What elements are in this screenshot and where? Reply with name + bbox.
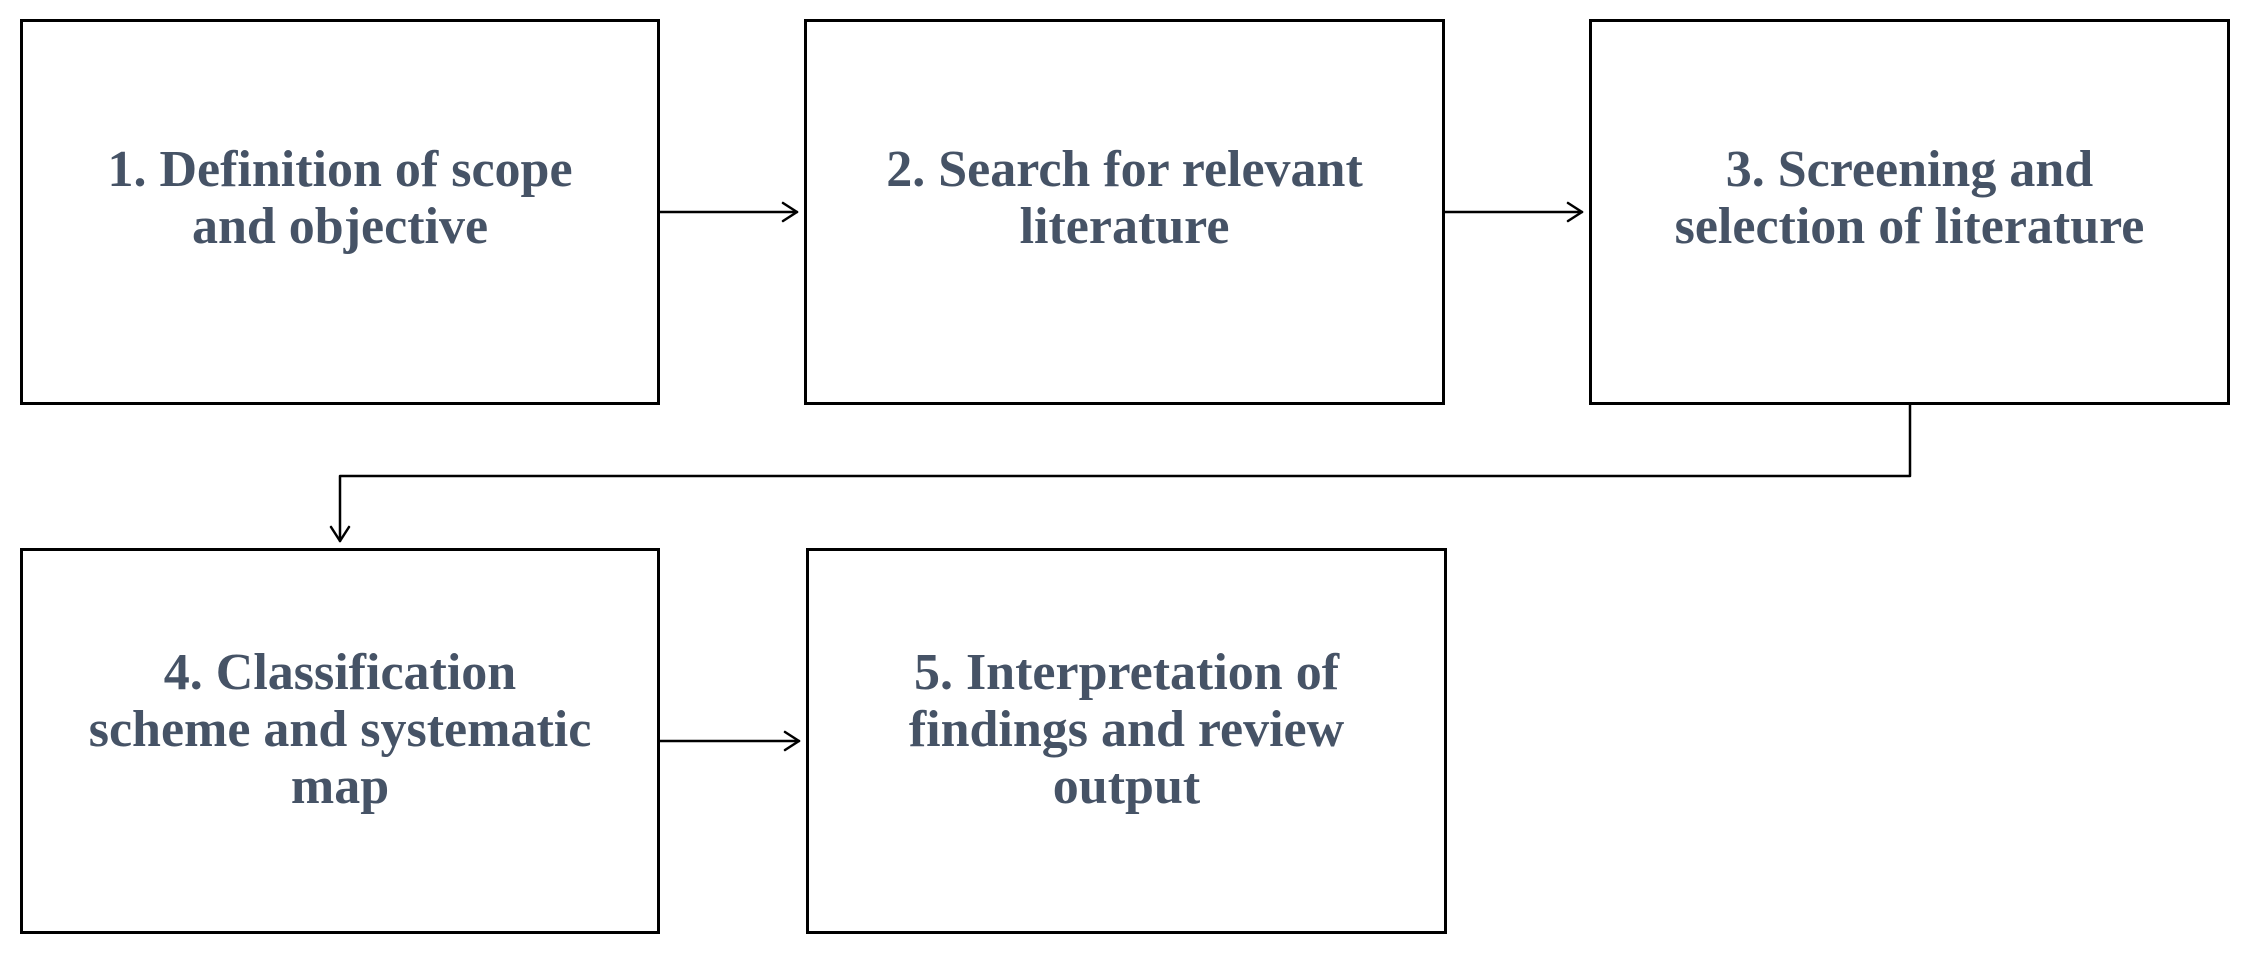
step-1-box: 1. Definition of scope and objective	[20, 19, 660, 405]
step-5-box: 5. Interpretation of findings and review…	[806, 548, 1447, 934]
step-5-label: 5. Interpretation of findings and review…	[908, 643, 1345, 815]
arrow-step2-to-step3	[1443, 201, 1584, 223]
step-2-box: 2. Search for relevant literature	[804, 19, 1445, 405]
step-4-box: 4. Classification scheme and systematic …	[20, 548, 660, 934]
arrow-step1-to-step2	[658, 201, 799, 223]
step-1-label: 1. Definition of scope and objective	[107, 141, 573, 255]
step-2-label: 2. Search for relevant literature	[886, 141, 1363, 255]
arrow-step4-to-step5	[658, 730, 801, 752]
step-3-box: 3. Screening and selection of literature	[1589, 19, 2230, 405]
step-4-label: 4. Classification scheme and systematic …	[88, 643, 592, 815]
arrow-step3-to-step4	[329, 403, 1912, 543]
step-3-label: 3. Screening and selection of literature	[1674, 141, 2145, 255]
